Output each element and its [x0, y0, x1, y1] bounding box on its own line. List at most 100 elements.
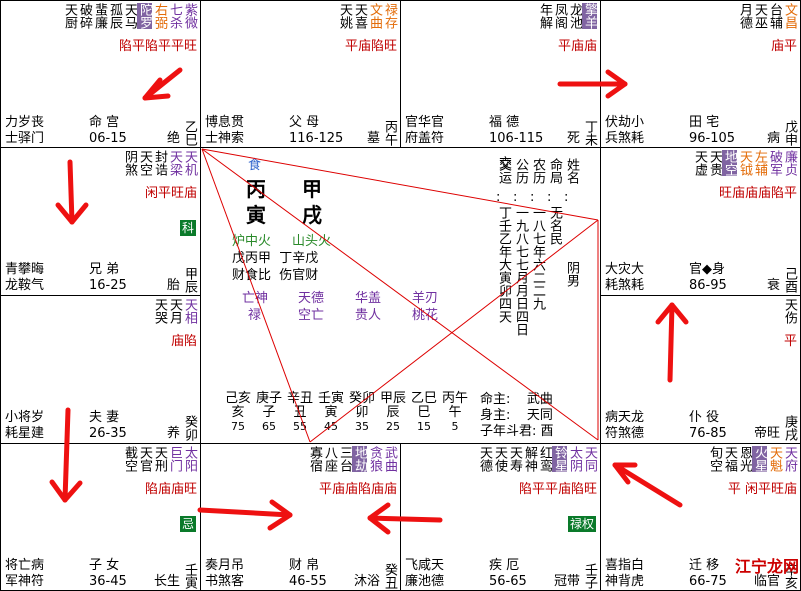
- palace-name: 仆 役: [689, 410, 720, 425]
- palace-name: 田 宅: [689, 115, 720, 130]
- stem-branch: 癸丑: [382, 563, 397, 589]
- right-values: 丁壬乙年大寅卯四天 一九八七七月月日四日 一八七年六二二九 无名民 阴男: [496, 206, 579, 336]
- brightness-row: 陷平陷平平旺: [118, 39, 197, 54]
- life-stage: 墓: [366, 131, 380, 146]
- gods-row-2: 府盖符: [405, 131, 445, 146]
- hidden-stems: 戊丙甲 丁辛戊: [232, 251, 319, 266]
- gods-row-1: 小将岁: [5, 410, 45, 425]
- sanfang-lines: [201, 148, 599, 443]
- val-xingming: 阴男: [564, 261, 579, 287]
- main-star: 廉贞: [782, 150, 797, 176]
- palace-name: 疾 厄: [489, 558, 520, 573]
- minor-star: 孤辰: [107, 3, 122, 29]
- sha-3b: 贵人: [355, 308, 382, 323]
- pillar1-bottom: 寅: [246, 203, 266, 227]
- gods-row-1: 青攀晦: [5, 262, 45, 277]
- sha-1a: 亡神: [242, 291, 269, 306]
- brightness-row: 平庙陷旺: [344, 39, 397, 54]
- brightness-row: 平: [783, 334, 797, 349]
- minor-star: 天姚: [337, 3, 352, 29]
- minor-star: 恩光: [737, 446, 752, 472]
- main-star: 文曲: [367, 3, 382, 29]
- minor-star: 天厨: [62, 3, 77, 29]
- sha-star: 地劫: [352, 446, 367, 472]
- life-stage: 绝: [166, 131, 180, 146]
- val-gongli: 一九八七七月月日四日: [513, 206, 528, 336]
- main-star: 武曲: [382, 446, 397, 472]
- palace-name: 官◆身: [689, 262, 725, 277]
- sha-star: 陀罗: [137, 3, 152, 29]
- age-range: 56-65: [489, 574, 527, 589]
- line-a: [201, 148, 599, 221]
- minor-star: 天哭: [152, 298, 167, 324]
- gods-row-1: 将亡病: [5, 558, 45, 573]
- star-area: 天虚天贵地空天钺左辅破军廉贞: [692, 150, 797, 176]
- main-star: 天梁: [167, 150, 182, 176]
- nayin-2: 山头火: [292, 234, 332, 249]
- hdr-xingming: 姓名: [564, 158, 579, 184]
- brightness-row: 闲平旺庙: [144, 186, 197, 201]
- gods-row-1: 奏月吊: [205, 558, 245, 573]
- sha-2a: 天德: [298, 291, 325, 306]
- main-star: 贪狼: [367, 446, 382, 472]
- stem-branch: 己酉: [782, 267, 797, 293]
- flow-arrows: [49, 67, 689, 535]
- sha-star: 擎羊: [582, 3, 597, 29]
- minor-star: 天福: [722, 446, 737, 472]
- gods-row-2: 符煞德: [605, 426, 645, 441]
- hdr-mingju: 命局: [547, 158, 562, 184]
- right-colon-row: :::::: [496, 190, 569, 205]
- hdr-jiaoyun: 交运: [496, 158, 511, 184]
- minor-star: 破碎: [77, 3, 92, 29]
- dayun-age: 15: [417, 420, 431, 433]
- brightness-row: 平庙庙: [557, 39, 597, 54]
- brightness-row: 庙平: [770, 39, 797, 54]
- gods-row-1: 大灾大: [605, 262, 645, 277]
- age-range: 06-15: [89, 131, 127, 146]
- palace-name: 兄 弟: [89, 262, 120, 277]
- sha-4a: 羊刃: [412, 291, 439, 306]
- minor-star: 天喜: [352, 3, 367, 29]
- main-star: 天同: [582, 446, 597, 472]
- minor-star: 天月: [167, 298, 182, 324]
- age-range: 26-35: [89, 426, 127, 441]
- minor-star: 解神: [522, 446, 537, 472]
- age-range: 46-55: [289, 574, 327, 589]
- gods-row-1: 博息贯: [205, 115, 245, 130]
- sha-star: 地空: [722, 150, 737, 176]
- life-stage: 临官: [753, 574, 780, 589]
- minor-star: 天巫: [752, 3, 767, 29]
- main-star: 右弼: [152, 3, 167, 29]
- dayun-age: 75: [231, 420, 245, 433]
- life-stage: 胎: [166, 278, 180, 293]
- val-mingju: 无名民: [547, 206, 562, 245]
- life-stage: 长生: [153, 574, 180, 589]
- gods-row-1: 力岁丧: [5, 115, 45, 130]
- hua-tag: 忌: [179, 516, 196, 532]
- minor-star: 天空: [137, 150, 152, 176]
- palace-name: 夫 妻: [89, 410, 120, 425]
- gods-row-2: 耗煞耗: [605, 278, 645, 293]
- brightness-row: 庙陷: [170, 334, 197, 349]
- dayun-age: 25: [386, 420, 400, 433]
- val-jiaoyun: 丁壬乙年大寅卯四天: [496, 206, 511, 323]
- val-nongli: 一八七年六二二九: [530, 206, 545, 310]
- age-range: 116-125: [289, 131, 344, 146]
- minor-star: 寡宿: [307, 446, 322, 472]
- stem-branch: 丙午: [382, 120, 397, 146]
- age-range: 66-75: [689, 574, 727, 589]
- star-area: 阴煞天空封诰天梁天机: [122, 150, 197, 176]
- palace-name: 父 母: [289, 115, 320, 130]
- minor-star: 天官: [137, 446, 152, 472]
- age-range: 96-105: [689, 131, 736, 146]
- star-area: 天哭天月天相: [152, 298, 197, 324]
- palace-name: 福 德: [489, 115, 520, 130]
- star-area: 天厨破碎蜚廉孤辰天马陀罗右弼七杀紫微: [62, 3, 197, 29]
- stem-branch: 甲辰: [182, 267, 197, 293]
- gods-row-1: 飞咸天: [405, 558, 445, 573]
